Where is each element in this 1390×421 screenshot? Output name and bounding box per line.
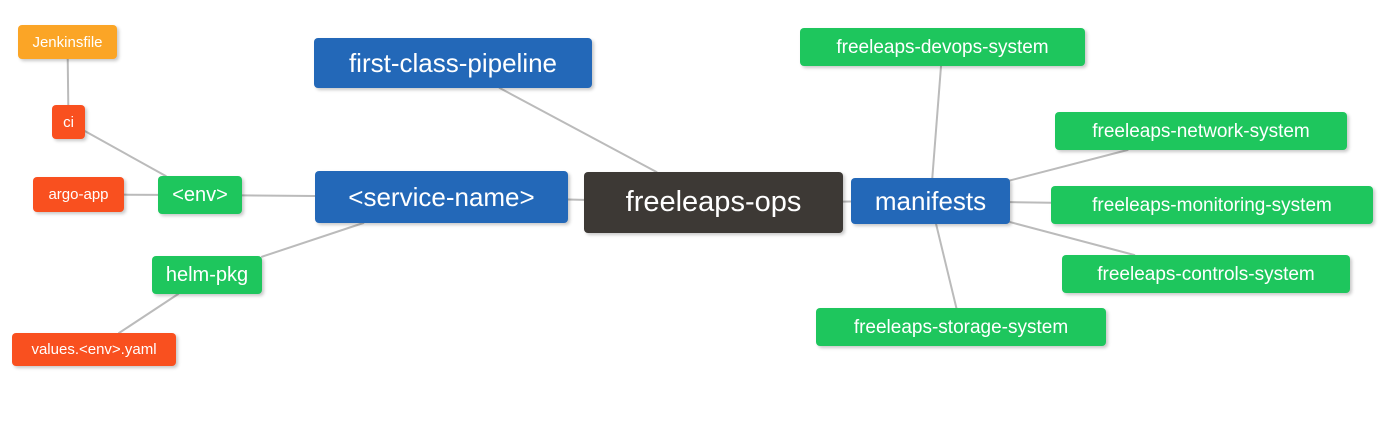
node-values-yaml[interactable]: values.<env>.yaml [12, 333, 176, 366]
edge-manifests-to-controls [1009, 221, 1136, 256]
node-helm-pkg[interactable]: helm-pkg [152, 256, 262, 294]
edge-manifests-to-storage [935, 223, 958, 309]
node-storage[interactable]: freeleaps-storage-system [816, 308, 1106, 346]
edge-env-to-ci [84, 130, 167, 177]
node-ci[interactable]: ci [52, 105, 85, 139]
node-network[interactable]: freeleaps-network-system [1055, 112, 1347, 150]
node-root[interactable]: freeleaps-ops [584, 172, 843, 233]
edge-manifests-to-monitoring [1009, 201, 1052, 204]
node-manifests[interactable]: manifests [851, 178, 1010, 224]
edge-manifests-to-devops [931, 65, 943, 179]
node-first-class[interactable]: first-class-pipeline [314, 38, 592, 88]
node-service-name[interactable]: <service-name> [315, 171, 568, 223]
node-monitoring[interactable]: freeleaps-monitoring-system [1051, 186, 1373, 224]
edge-root-to-first-class [498, 87, 658, 173]
edge-service-name-to-env [241, 194, 316, 197]
edge-service-name-to-helm-pkg [261, 222, 365, 258]
node-argo-app[interactable]: argo-app [33, 177, 124, 212]
node-env[interactable]: <env> [158, 176, 242, 214]
edge-ci-to-jenkinsfile [66, 58, 70, 106]
node-devops[interactable]: freeleaps-devops-system [800, 28, 1085, 66]
node-controls[interactable]: freeleaps-controls-system [1062, 255, 1350, 293]
edge-manifests-to-network [1009, 149, 1129, 182]
node-jenkinsfile[interactable]: Jenkinsfile [18, 25, 117, 59]
edge-helm-pkg-to-values-yaml [118, 293, 180, 334]
